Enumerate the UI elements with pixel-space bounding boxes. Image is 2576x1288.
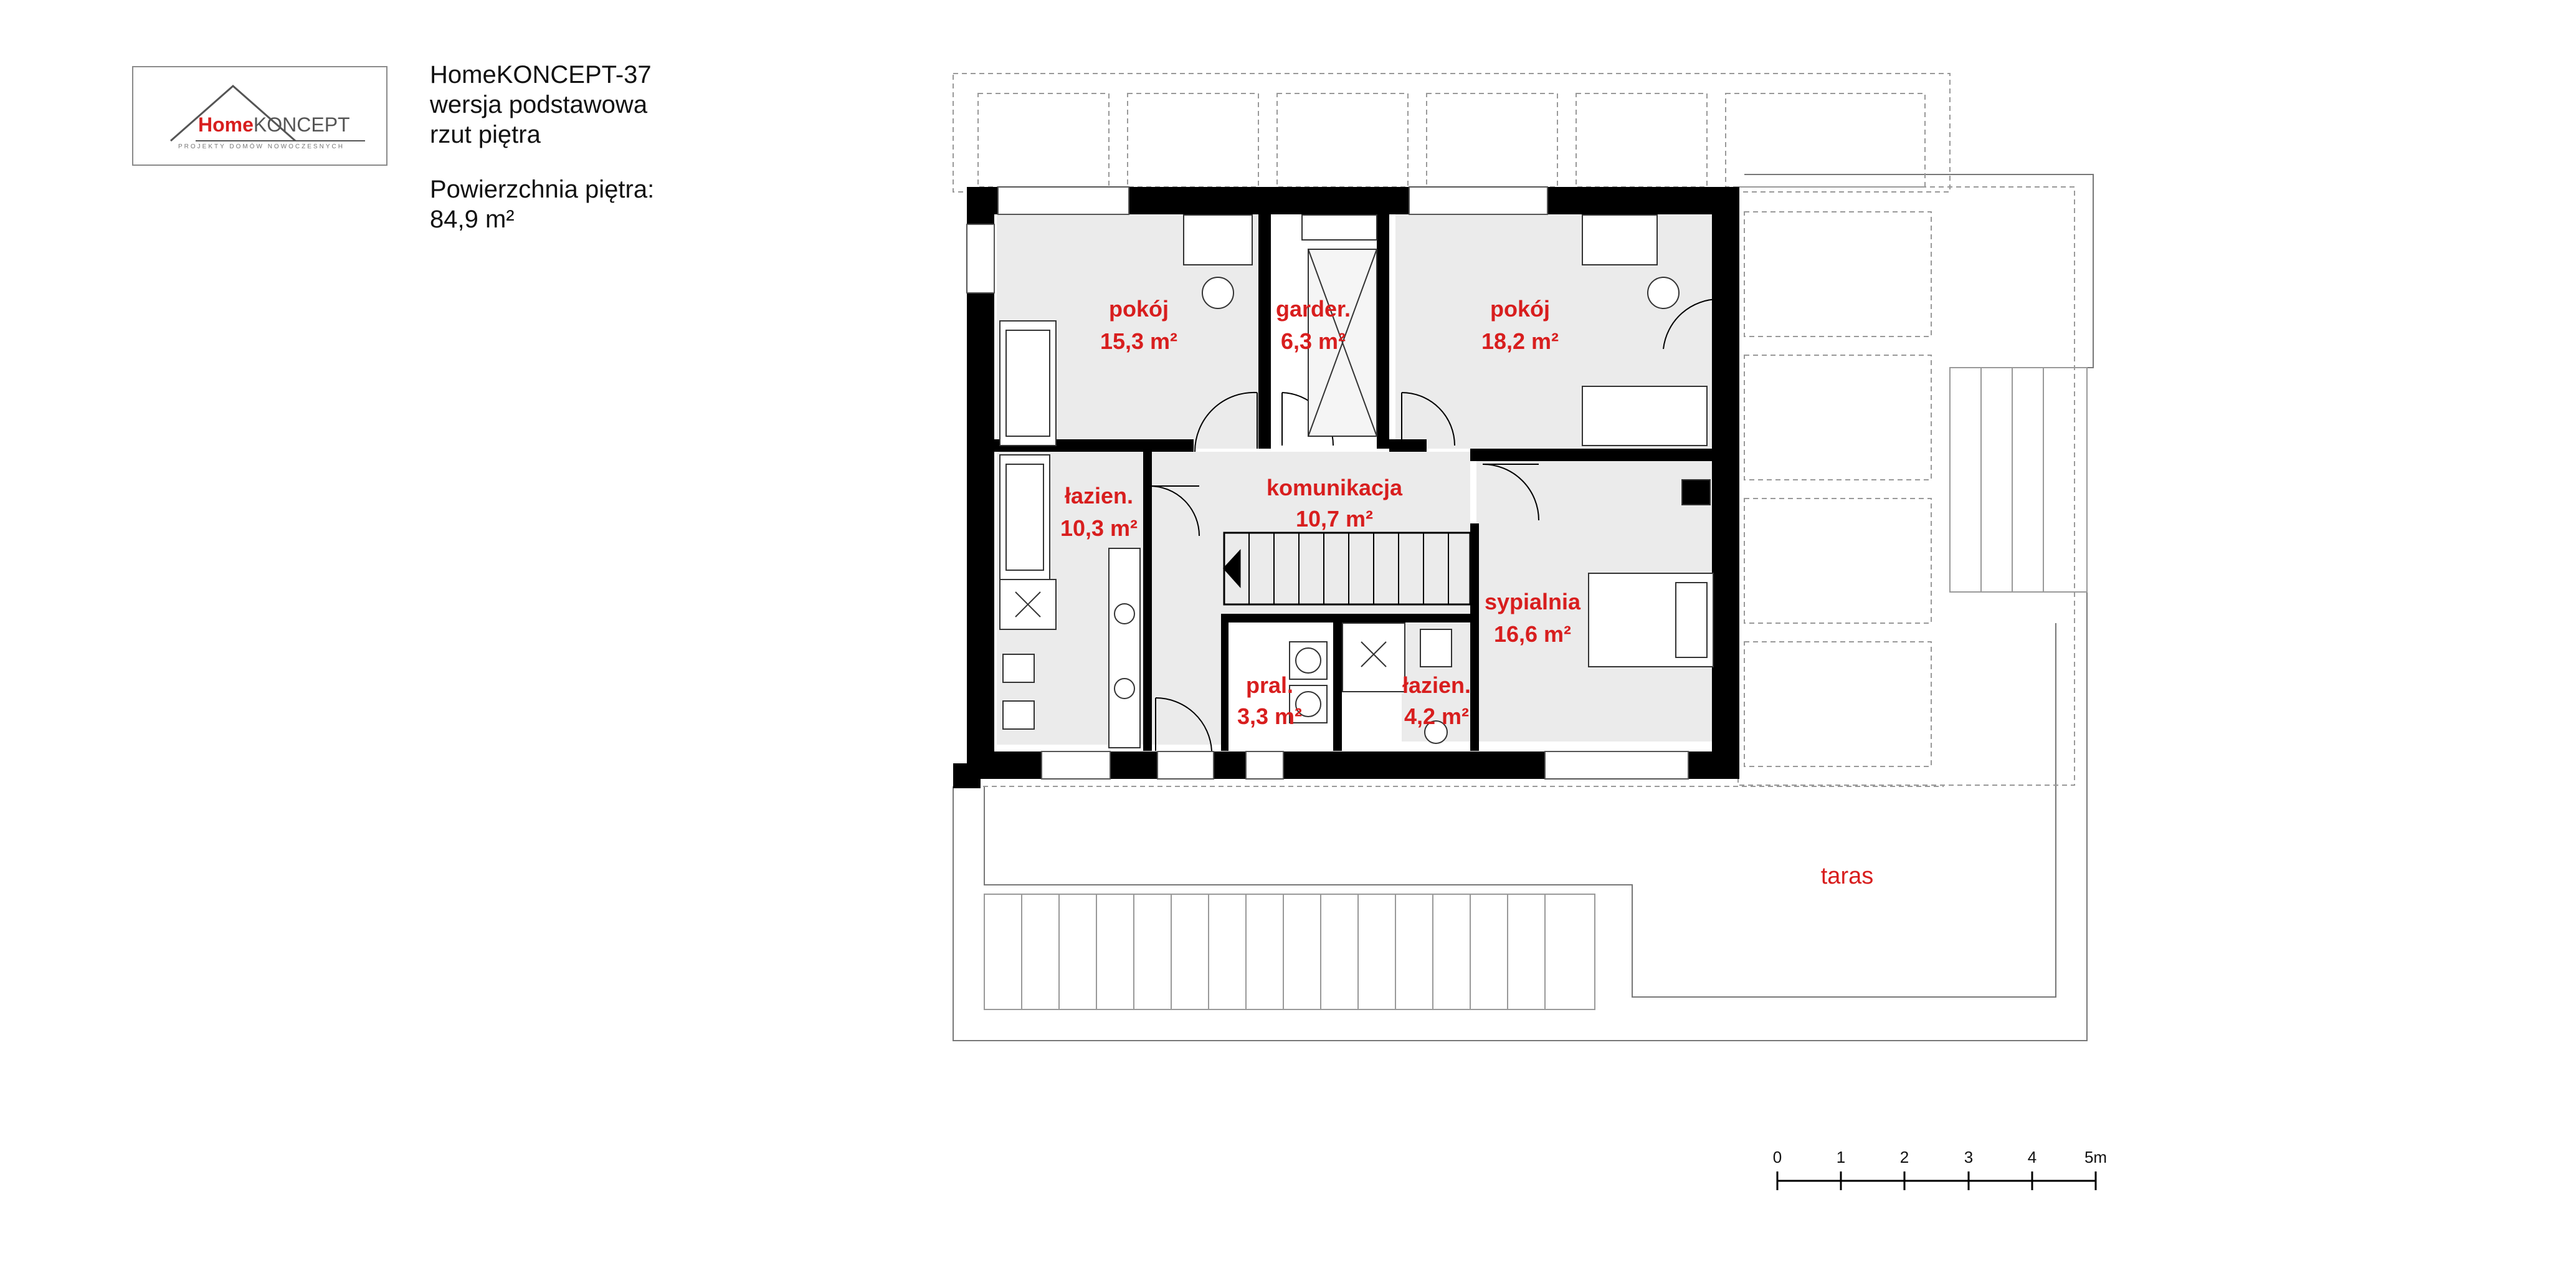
room-area: 10,3 m² xyxy=(1060,515,1138,541)
area-label: Powierzchnia piętra: xyxy=(430,176,655,203)
scale-tick-label: 0 xyxy=(1773,1148,1782,1166)
logo-wordmark: HomeKONCEPT xyxy=(198,113,350,136)
room-name: łazien. xyxy=(1402,672,1471,698)
logo-tagline: PROJEKTY DOMÓW NOWOCZESNYCH xyxy=(178,143,345,150)
scale-tick-label: 3 xyxy=(1964,1148,1973,1166)
room-area: 15,3 m² xyxy=(1100,328,1177,354)
room-name: garder. xyxy=(1276,296,1351,322)
room-area: 16,6 m² xyxy=(1494,621,1571,647)
room-name: komunikacja xyxy=(1267,475,1403,500)
room-area: 18,2 m² xyxy=(1481,328,1559,354)
terrace xyxy=(953,174,2094,1041)
room-area: 4,2 m² xyxy=(1404,704,1469,729)
room-name: pral. xyxy=(1246,672,1293,698)
room-name: pokój xyxy=(1109,296,1169,322)
room-labels: pokój 15,3 m² garder. 6,3 m² pokój 18,2 … xyxy=(1060,296,1873,889)
scale-tick-label: 1 xyxy=(1837,1148,1845,1166)
scale-tick-label: 5m xyxy=(2084,1148,2107,1166)
logo-word-koncept: KONCEPT xyxy=(253,113,350,136)
logo-word-home: Home xyxy=(198,113,254,136)
room-name: pokój xyxy=(1490,296,1550,322)
scale-bar: 0 1 2 3 4 5m xyxy=(1773,1148,2107,1190)
room-area: 10,7 m² xyxy=(1296,506,1373,532)
room-area: 3,3 m² xyxy=(1237,704,1302,729)
room-name: sypialnia xyxy=(1485,589,1581,614)
room-area: 6,3 m² xyxy=(1281,328,1346,354)
area-value: 84,9 m² xyxy=(430,206,515,233)
project-variant: wersja podstawowa xyxy=(430,91,648,118)
project-name: HomeKONCEPT-37 xyxy=(430,61,652,88)
scale-tick-label: 2 xyxy=(1900,1148,1909,1166)
room-name: taras xyxy=(1821,863,1873,889)
view-name: rzut piętra xyxy=(430,121,541,148)
house-roof-icon xyxy=(170,85,365,142)
title-block: HomeKONCEPT-37 wersja podstawowa rzut pi… xyxy=(430,60,654,234)
logo: HomeKONCEPT PROJEKTY DOMÓW NOWOCZESNYCH xyxy=(132,66,387,166)
windows xyxy=(966,186,1689,780)
staircase xyxy=(1222,532,1471,606)
furniture xyxy=(999,214,1714,748)
room-name: łazien. xyxy=(1065,483,1133,508)
scale-tick-label: 4 xyxy=(2028,1148,2037,1166)
